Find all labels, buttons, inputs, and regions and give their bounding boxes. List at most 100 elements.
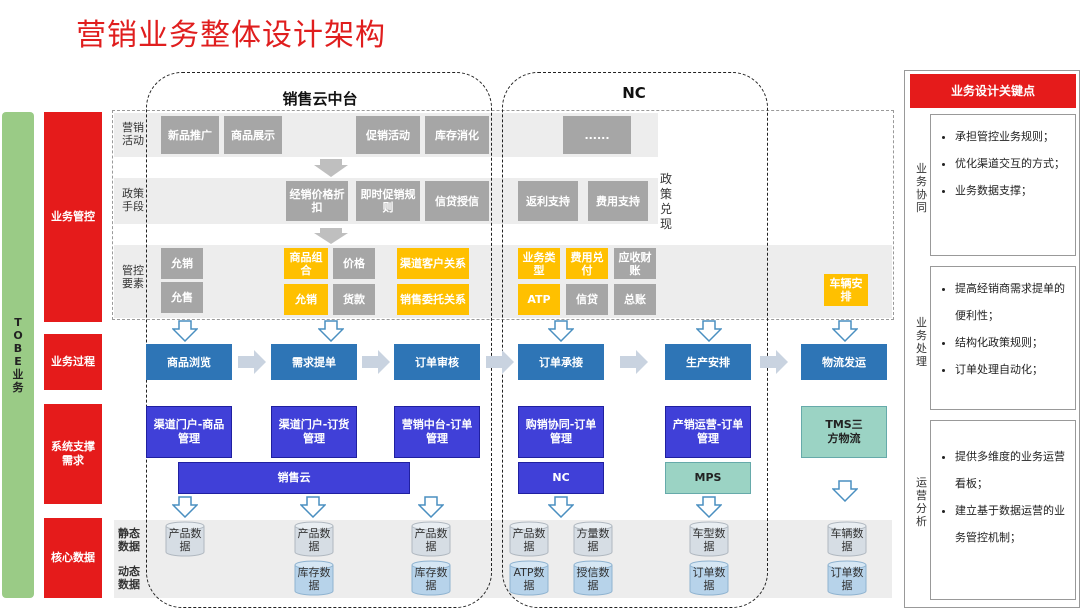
process-box: 商品浏览 — [146, 344, 232, 380]
control-key-box: 允销 — [284, 284, 328, 315]
process-box: 物流发运 — [801, 344, 887, 380]
key-point-item: 提供多维度的业务运营看板； — [955, 443, 1075, 497]
control-area — [112, 110, 894, 320]
page-title: 营销业务整体设计架构 — [76, 18, 386, 53]
section-box: 提高经销商需求提单的便利性； 结构化政策规则； 订单处理自动化； — [930, 266, 1076, 410]
section-box: 提供多维度的业务运营看板； 建立基于数据运营的业务管控机制； — [930, 420, 1076, 600]
label-system-support: 系统支撑需求 — [44, 404, 102, 504]
system-box: TMS三方物流 — [801, 406, 887, 458]
control-box: 价格 — [333, 248, 375, 279]
system-box: 渠道门户-订货管理 — [271, 406, 357, 458]
data-cylinder: 订单数据 — [688, 560, 730, 596]
down-arrow-icon — [314, 228, 348, 244]
key-point-item: 业务数据支撑； — [955, 177, 1075, 204]
control-box: 信贷 — [566, 284, 608, 315]
outline-down-arrow-icon — [548, 320, 574, 342]
control-key-box: 业务类型 — [518, 248, 560, 279]
data-cylinder: 产品数据 — [293, 521, 335, 557]
control-box: 货款 — [333, 284, 375, 315]
system-sales-cloud: 销售云 — [178, 462, 410, 494]
data-cylinder: 方量数据 — [572, 521, 614, 557]
outline-down-arrow-icon — [832, 320, 858, 342]
data-cylinder: ATP数据 — [508, 560, 550, 596]
data-cylinder: 车型数据 — [688, 521, 730, 557]
right-arrow-icon — [620, 350, 648, 374]
row-label-control: 管控要素 — [122, 264, 144, 290]
process-box: 订单承接 — [518, 344, 604, 380]
activity-box: 促销活动 — [356, 116, 420, 154]
row-label-dynamic: 动态数据 — [118, 565, 140, 591]
panel-title-sales-cloud: 销售云中台 — [282, 90, 358, 108]
system-box: 购销协同-订单管理 — [518, 406, 604, 458]
control-box: 应收财账 — [614, 248, 656, 279]
key-point-item: 提高经销商需求提单的便利性； — [955, 275, 1075, 329]
activity-box: 新品推广 — [161, 116, 219, 154]
system-box: 营销中台-订单管理 — [394, 406, 480, 458]
activity-box: ...... — [563, 116, 631, 154]
section-label: 业务处理 — [916, 316, 927, 368]
data-cylinder: 产品数据 — [164, 521, 206, 557]
panel-nc — [502, 72, 768, 608]
outline-down-arrow-icon — [300, 496, 326, 518]
section-label: 运营分析 — [916, 476, 927, 528]
control-key-box: 渠道客户关系 — [397, 248, 469, 279]
key-point-item: 优化渠道交互的方式； — [955, 150, 1075, 177]
row-label-policy-redeem: 政策兑现 — [660, 172, 673, 231]
section-box: 承担管控业务规则； 优化渠道交互的方式； 业务数据支撑； — [930, 114, 1076, 256]
data-cylinder: 授信数据 — [572, 560, 614, 596]
outline-down-arrow-icon — [832, 480, 858, 502]
row-label-activity: 营销活动 — [122, 121, 144, 147]
data-cylinder: 库存数据 — [293, 560, 335, 596]
key-point-item: 订单处理自动化； — [955, 356, 1075, 383]
control-key-box: 商品组合 — [284, 248, 328, 279]
control-key-box: ATP — [518, 284, 560, 315]
label-business-process: 业务过程 — [44, 334, 102, 390]
outline-down-arrow-icon — [172, 496, 198, 518]
outline-down-arrow-icon — [696, 320, 722, 342]
policy-box: 即时促销规则 — [356, 181, 420, 221]
system-box: 渠道门户-商品管理 — [146, 406, 232, 458]
label-core-data: 核心数据 — [44, 518, 102, 598]
data-cylinder: 订单数据 — [826, 560, 868, 596]
key-point-item: 建立基于数据运营的业务管控机制； — [955, 497, 1075, 551]
panel-sales-cloud — [146, 72, 492, 608]
activity-box: 商品展示 — [224, 116, 282, 154]
tobe-label: TOBE业务 — [12, 316, 24, 394]
outline-down-arrow-icon — [548, 496, 574, 518]
right-arrow-icon — [238, 350, 266, 374]
panel-title-nc: NC — [622, 84, 646, 102]
policy-box: 经销价格折扣 — [286, 181, 348, 221]
system-box: 产销运营-订单管理 — [665, 406, 751, 458]
section-label: 业务协同 — [916, 162, 927, 214]
band-control — [114, 245, 892, 318]
policy-box: 信贷授信 — [425, 181, 489, 221]
outline-down-arrow-icon — [418, 496, 444, 518]
down-arrow-icon — [314, 159, 348, 177]
key-point-item: 承担管控业务规则； — [955, 123, 1075, 150]
row-label-policy: 政策手段 — [122, 187, 144, 213]
label-business-control: 业务管控 — [44, 112, 102, 322]
data-cylinder: 产品数据 — [410, 521, 452, 557]
policy-box: 费用支持 — [588, 181, 648, 221]
process-box: 需求提单 — [271, 344, 357, 380]
control-box: 允销 — [161, 248, 203, 279]
control-key-box: 车辆安排 — [824, 274, 868, 306]
system-nc: NC — [518, 462, 604, 494]
activity-box: 库存消化 — [425, 116, 489, 154]
data-cylinder: 库存数据 — [410, 560, 452, 596]
system-mps: MPS — [665, 462, 751, 494]
outline-down-arrow-icon — [318, 320, 344, 342]
control-box: 总账 — [614, 284, 656, 315]
control-key-box: 费用兑付 — [566, 248, 608, 279]
key-point-item: 结构化政策规则； — [955, 329, 1075, 356]
outline-down-arrow-icon — [172, 320, 198, 342]
outline-down-arrow-icon — [696, 496, 722, 518]
row-label-static: 静态数据 — [118, 527, 140, 553]
data-cylinder: 车辆数据 — [826, 521, 868, 557]
right-arrow-icon — [486, 350, 514, 374]
tobe-bar: TOBE业务 — [2, 112, 34, 598]
key-points-header: 业务设计关键点 — [910, 74, 1076, 108]
policy-box: 返利支持 — [518, 181, 578, 221]
control-key-box: 销售委托关系 — [397, 284, 469, 315]
process-box: 订单审核 — [394, 344, 480, 380]
